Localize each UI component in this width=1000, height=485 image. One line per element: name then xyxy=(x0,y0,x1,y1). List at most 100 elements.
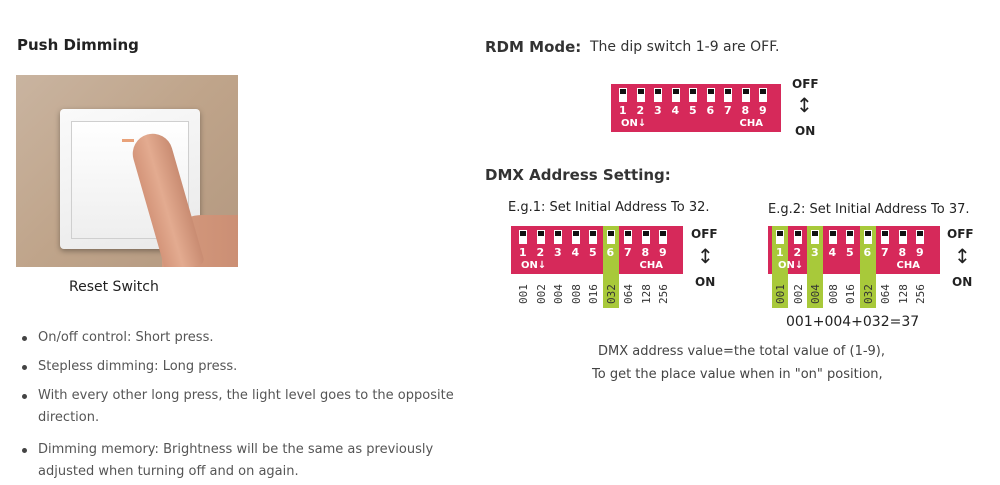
switch-number: 8 xyxy=(641,246,650,259)
switch-number: 9 xyxy=(916,246,924,259)
place-value: 002 xyxy=(791,284,805,304)
list-item: Dimming memory: Brightness will be the s… xyxy=(20,439,478,483)
switch-number: 2 xyxy=(636,104,645,117)
value-highlight xyxy=(772,274,788,308)
on-label: ON xyxy=(695,275,716,289)
switch-knob xyxy=(760,89,766,94)
switch-number: 1 xyxy=(776,246,784,259)
place-value: 008 xyxy=(826,284,840,304)
switch-number: 2 xyxy=(536,246,545,259)
dip-switch-6 xyxy=(863,230,872,244)
place-value: 001 xyxy=(517,284,530,304)
value-highlight xyxy=(859,274,876,308)
dip-switch-8 xyxy=(741,88,750,102)
list-item: Stepless dimming: Long press. xyxy=(20,356,478,378)
switch-number: 1 xyxy=(619,104,627,117)
switch-number: 7 xyxy=(881,246,889,259)
dip-switch-4 xyxy=(828,230,837,244)
switch-knob xyxy=(520,231,526,236)
switch-knob xyxy=(607,231,614,236)
dip-switch-3 xyxy=(554,230,562,244)
dip-switch-2 xyxy=(793,230,802,244)
address-sum: 001+004+032=37 xyxy=(786,314,920,330)
on-label: ON xyxy=(795,124,816,138)
up-down-arrow-icon: ↕ xyxy=(954,244,971,268)
place-value: 016 xyxy=(587,284,600,304)
dip-switch-7 xyxy=(724,88,732,102)
switch-knob xyxy=(625,231,631,236)
switch-number: 3 xyxy=(811,246,819,259)
switch-number: 3 xyxy=(654,104,662,117)
switch-knob xyxy=(672,89,679,94)
place-value: 256 xyxy=(914,284,927,304)
switch-knob xyxy=(917,231,923,236)
place-value: 128 xyxy=(896,284,910,304)
switch-knob xyxy=(690,89,696,94)
switch-knob xyxy=(655,89,661,94)
value-highlight xyxy=(807,274,823,308)
dip-switch-9 xyxy=(916,230,924,244)
eg2-label: E.g.2: Set Initial Address To 37. xyxy=(768,202,970,217)
place-value: 016 xyxy=(844,284,857,304)
reset-switch-photo xyxy=(16,75,238,267)
dip-switch-6 xyxy=(706,88,715,102)
switch-number: 3 xyxy=(554,246,562,259)
place-value: 064 xyxy=(622,284,635,304)
switch-number: 4 xyxy=(571,246,580,259)
switch-knob xyxy=(882,231,888,236)
place-value: 001 xyxy=(774,284,787,304)
switch-knob xyxy=(899,231,906,236)
dip-switch-3 xyxy=(811,230,819,244)
switch-number: 5 xyxy=(589,246,597,259)
switch-number: 5 xyxy=(689,104,697,117)
switch-knob xyxy=(864,231,871,236)
dip-switch-4 xyxy=(671,88,680,102)
place-value: 032 xyxy=(861,284,875,304)
switch-knob xyxy=(777,231,783,236)
place-value: 008 xyxy=(569,284,583,304)
dip-switch-9 xyxy=(659,230,667,244)
cha-label: CHA xyxy=(896,260,920,271)
place-value: 004 xyxy=(552,284,565,304)
switch-knob xyxy=(620,89,626,94)
dip-switch-5 xyxy=(589,230,597,244)
switch-knob xyxy=(847,231,853,236)
switch-number: 9 xyxy=(659,246,667,259)
off-label: OFF xyxy=(947,227,974,241)
dip-switch-6 xyxy=(606,230,615,244)
dip-switch-5 xyxy=(846,230,854,244)
switch-knob xyxy=(725,89,731,94)
switch-number: 5 xyxy=(846,246,854,259)
switch-number: 4 xyxy=(671,104,680,117)
switch-knob xyxy=(555,231,561,236)
switch-knob xyxy=(829,231,836,236)
cha-label: CHA xyxy=(739,118,763,129)
switch-number: 9 xyxy=(759,104,767,117)
switch-number: 1 xyxy=(519,246,527,259)
place-value: 256 xyxy=(657,284,670,304)
off-label: OFF xyxy=(691,227,718,241)
note-line-2: To get the place value when in "on" posi… xyxy=(592,367,883,382)
place-value: 004 xyxy=(809,284,822,304)
dmx-address-title: DMX Address Setting: xyxy=(485,166,671,184)
on-direction-label: ON↓ xyxy=(778,260,804,271)
dip-switch-8 xyxy=(641,230,650,244)
switch-knob xyxy=(707,89,714,94)
switch-knob xyxy=(812,231,818,236)
dip-switch-2 xyxy=(536,230,545,244)
rdm-mode-title: RDM Mode: xyxy=(485,38,582,56)
dip-switch-1 xyxy=(776,230,784,244)
switch-knob xyxy=(537,231,544,236)
dip-switch-3 xyxy=(654,88,662,102)
dip-switch-2 xyxy=(636,88,645,102)
switch-number: 6 xyxy=(606,246,615,259)
list-item: On/off control: Short press. xyxy=(20,327,478,349)
dip-switch-8 xyxy=(898,230,907,244)
dip-switch-1 xyxy=(619,88,627,102)
switch-knob xyxy=(642,231,649,236)
eg1-label: E.g.1: Set Initial Address To 32. xyxy=(508,200,710,215)
dip-switch-7 xyxy=(624,230,632,244)
